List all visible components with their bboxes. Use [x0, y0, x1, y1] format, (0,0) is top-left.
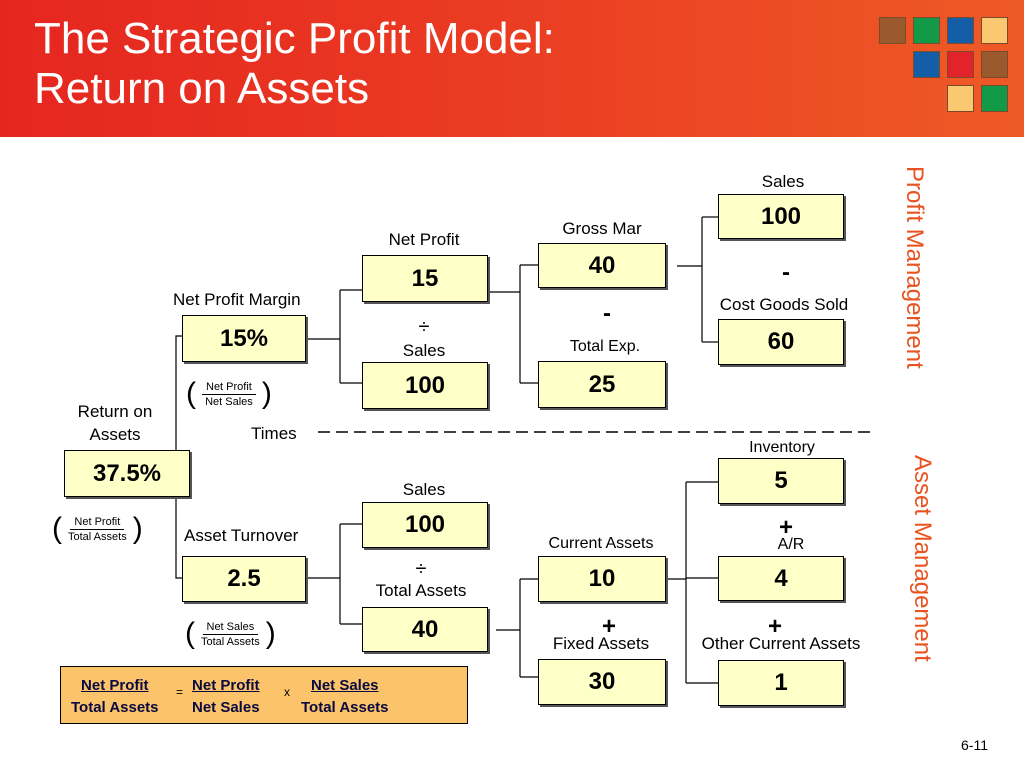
times-label: Times: [251, 424, 297, 443]
total-assets-value-box: 40: [362, 607, 488, 652]
inventory-label: Inventory: [749, 439, 815, 456]
npm-sales-value-box: 100: [362, 362, 488, 409]
decorative-square: [981, 85, 1008, 112]
current-assets-value-box: 10: [538, 556, 666, 602]
decorative-square: [913, 17, 940, 44]
decorative-square: [981, 17, 1008, 44]
roa-frac-num: Net Profit: [70, 516, 125, 530]
divide-operator-at: ÷: [415, 558, 427, 580]
page-number: 6-11: [961, 737, 988, 753]
formula-term-npm: Net Profit Net Sales: [192, 675, 260, 719]
divide-operator-npm: ÷: [418, 316, 430, 338]
asset-management-title: Asset Management: [909, 455, 936, 662]
profit-management-title: Profit Management: [901, 166, 928, 369]
cogs-value-box: 60: [718, 319, 844, 365]
roa-frac-den: Total Assets: [68, 530, 127, 543]
net-profit-value-box: 15: [362, 255, 488, 302]
roa-formula-box: Net Profit Total Assets = Net Profit Net…: [60, 666, 468, 724]
npm-label: Net Profit Margin: [173, 290, 301, 309]
asset-turnover-value-box: 2.5: [182, 556, 306, 602]
at-sales-label: Sales: [402, 480, 446, 499]
ar-label: A/R: [777, 536, 805, 553]
npm-sales-label: Sales: [402, 341, 446, 360]
formula-t3-num: Net Sales: [310, 677, 379, 694]
ar-value-box: 4: [718, 556, 844, 601]
gross-margin-value-box: 40: [538, 243, 666, 288]
formula-t1-den: Total Assets: [71, 699, 159, 716]
roa-label: Return on Assets: [78, 400, 153, 446]
decorative-square: [981, 51, 1008, 78]
npm-frac-den: Net Sales: [205, 395, 253, 408]
formula-t2-num: Net Profit: [192, 677, 260, 694]
gross-margin-label: Gross Mar: [562, 219, 642, 238]
formula-times: x: [284, 685, 290, 699]
roa-value-box: 37.5%: [64, 450, 190, 497]
formula-equals: =: [176, 685, 184, 699]
formula-t2-den: Net Sales: [192, 699, 260, 716]
net-profit-label: Net Profit: [388, 230, 460, 249]
formula-term-roa: Net Profit Total Assets: [71, 675, 159, 719]
fixed-assets-value-box: 30: [538, 659, 666, 705]
inventory-value-box: 5: [718, 458, 844, 504]
asset-turnover-label: Asset Turnover: [184, 526, 299, 545]
title-line-2: Return on Assets: [34, 64, 370, 113]
cogs-label: Cost Goods Sold: [719, 295, 849, 314]
other-ca-label: Other Current Assets: [701, 634, 861, 653]
plus-operator-other: +: [767, 613, 783, 640]
current-assets-label: Current Assets: [548, 535, 654, 552]
decorative-square: [913, 51, 940, 78]
npm-frac-num: Net Profit: [202, 381, 256, 395]
decorative-square: [879, 17, 906, 44]
title-line-1: The Strategic Profit Model:: [34, 14, 555, 63]
sales-top-value-box: 100: [718, 194, 844, 239]
at-frac-num: Net Sales: [202, 621, 259, 635]
sales-top-label: Sales: [761, 172, 805, 191]
plus-operator-ar: +: [778, 514, 794, 541]
at-frac-den: Total Assets: [201, 635, 260, 648]
fixed-assets-label: Fixed Assets: [552, 634, 650, 653]
at-sales-value-box: 100: [362, 502, 488, 548]
slide-title: The Strategic Profit Model: Return on As…: [34, 14, 555, 114]
roa-label-line-2: Assets: [89, 425, 141, 444]
title-banner: The Strategic Profit Model: Return on As…: [0, 0, 1024, 137]
decorative-square: [947, 17, 974, 44]
total-exp-value-box: 25: [538, 361, 666, 408]
plus-operator-fa: +: [601, 613, 617, 640]
roa-label-line-1: Return on: [77, 402, 153, 421]
formula-term-at: Net Sales Total Assets: [301, 675, 389, 719]
decorative-square: [947, 51, 974, 78]
npm-value-box: 15%: [182, 315, 306, 362]
minus-operator-cogs: -: [782, 259, 790, 286]
total-exp-label: Total Exp.: [569, 338, 641, 355]
other-ca-value-box: 1: [718, 660, 844, 706]
decorative-square: [947, 85, 974, 112]
minus-operator-exp: -: [603, 300, 611, 327]
total-assets-label: Total Assets: [375, 581, 467, 600]
formula-t1-num: Net Profit: [81, 677, 149, 694]
formula-t3-den: Total Assets: [301, 699, 389, 716]
